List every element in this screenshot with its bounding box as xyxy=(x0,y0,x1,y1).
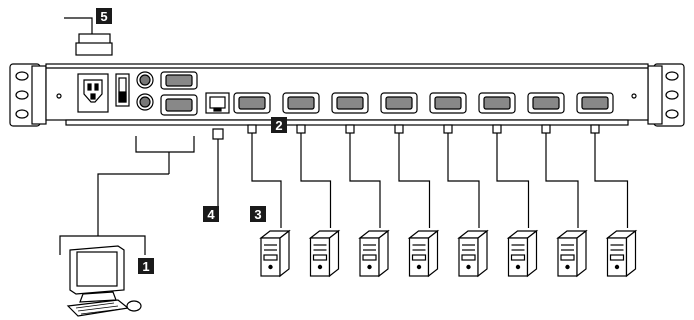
svg-text:5: 5 xyxy=(100,9,107,24)
console-serial-port xyxy=(160,71,198,90)
kvm-port-1 xyxy=(233,92,271,114)
svg-text:3: 3 xyxy=(254,207,261,222)
console-mouse xyxy=(126,300,142,312)
ps2-keyboard-port xyxy=(136,71,154,89)
kvm-cable-1 xyxy=(247,124,282,228)
svg-text:2: 2 xyxy=(275,118,282,133)
power-socket xyxy=(77,73,109,113)
computer-4 xyxy=(407,229,440,278)
power-switch xyxy=(115,73,130,107)
computers-group xyxy=(259,229,638,278)
lan-port xyxy=(205,92,230,114)
kvm-cable-6 xyxy=(492,124,530,228)
svg-text:4: 4 xyxy=(207,207,215,222)
kvm-cable-4 xyxy=(394,124,431,228)
computer-3 xyxy=(358,229,390,278)
kvm-port-5 xyxy=(429,92,467,114)
callout-5: 5 xyxy=(96,8,112,24)
kvm-port-7 xyxy=(527,92,565,114)
ps2-mouse-port xyxy=(136,93,154,111)
kvm-ports-group xyxy=(233,92,614,114)
computer-8 xyxy=(605,229,638,278)
svg-text:1: 1 xyxy=(142,259,149,274)
kvm-port-6 xyxy=(478,92,516,114)
lan-cable xyxy=(212,128,224,206)
callout-1: 1 xyxy=(138,258,154,274)
computer-7 xyxy=(556,229,588,278)
computer-2 xyxy=(308,229,341,278)
computer-6 xyxy=(506,229,539,278)
kvm-cable-8 xyxy=(590,124,629,228)
kvm-cables-group xyxy=(247,124,629,228)
computer-5 xyxy=(457,229,489,278)
console-vga-port xyxy=(160,94,198,116)
kvm-port-8 xyxy=(576,92,614,114)
kvm-cable-5 xyxy=(443,124,480,228)
kvm-port-3 xyxy=(331,92,369,114)
console-monitor xyxy=(69,245,125,303)
console-keyboard xyxy=(66,299,130,317)
computer-1 xyxy=(259,229,291,278)
console-cable xyxy=(59,136,195,255)
kvm-port-2 xyxy=(282,92,320,114)
power-cord-plug xyxy=(64,17,113,56)
callout-3: 3 xyxy=(250,206,266,222)
kvm-cable-3 xyxy=(345,124,381,228)
kvm-port-4 xyxy=(380,92,418,114)
kvm-cable-2 xyxy=(296,124,332,228)
callout-4: 4 xyxy=(203,206,219,222)
kvm-cable-7 xyxy=(541,124,579,228)
callout-2: 2 xyxy=(271,117,287,133)
